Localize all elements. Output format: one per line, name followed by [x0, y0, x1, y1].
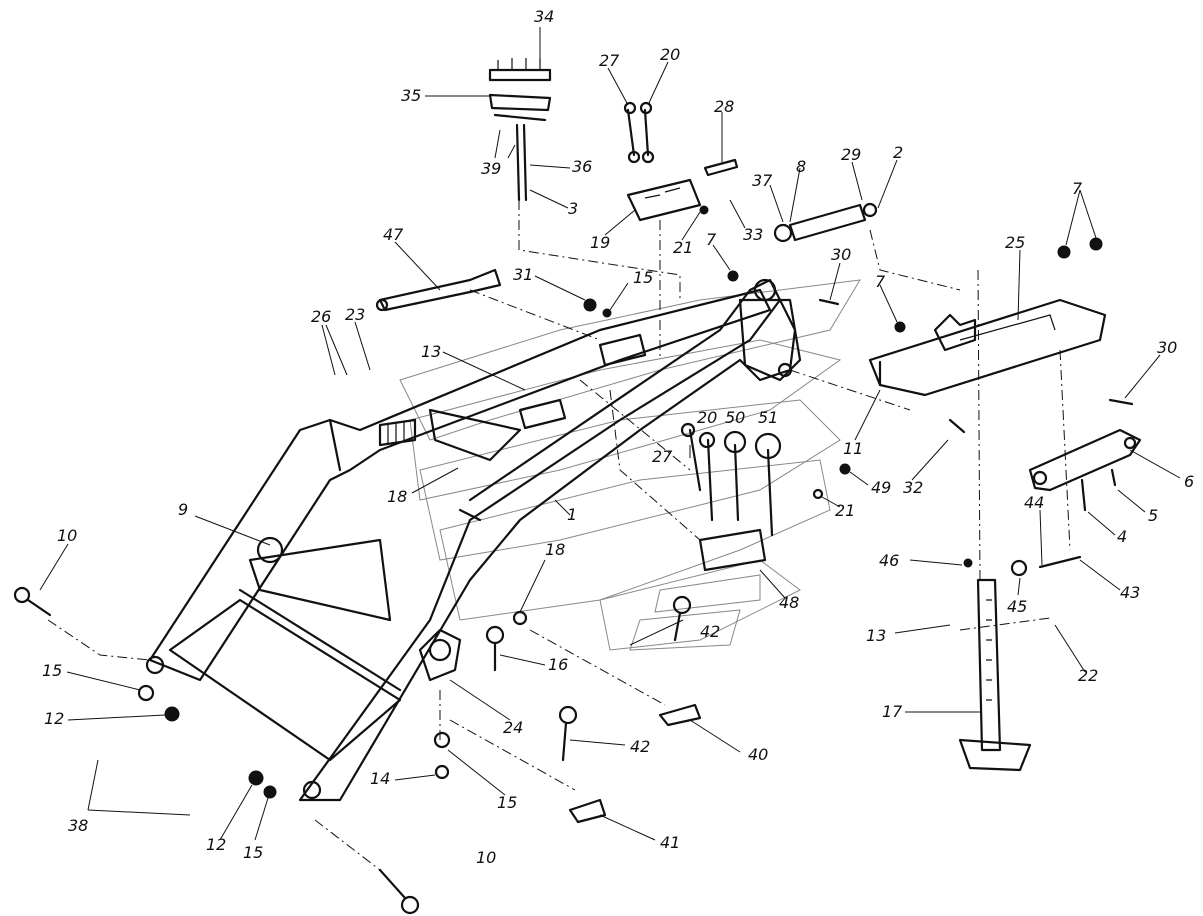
- callout-28: 28: [714, 97, 734, 116]
- callout-31: 31: [513, 265, 533, 284]
- wrenches-27-20: [623, 101, 655, 164]
- callout-27-top: 27: [599, 51, 620, 70]
- callout-34: 34: [534, 7, 554, 26]
- callout-7-c: 7: [875, 272, 886, 291]
- jack-stand-17: [958, 578, 1032, 772]
- callout-27-low: 27: [652, 447, 673, 466]
- callout-13-a: 13: [421, 342, 441, 361]
- callout-21-top: 21: [673, 238, 693, 257]
- callout-17: 17: [882, 702, 903, 721]
- callout-19: 19: [590, 233, 610, 252]
- loader-frame: [145, 278, 802, 802]
- callout-15-b: 15: [42, 661, 62, 680]
- callout-22: 22: [1078, 666, 1098, 685]
- callout-46: 46: [879, 551, 899, 570]
- callout-9: 9: [178, 500, 188, 519]
- callout-25: 25: [1005, 233, 1025, 252]
- callout-29: 29: [841, 145, 861, 164]
- tray-48: [698, 528, 767, 572]
- callout-37: 37: [752, 171, 773, 190]
- callout-16: 16: [548, 655, 568, 674]
- callout-47: 47: [383, 225, 404, 244]
- nuts-washers: [137, 205, 1134, 799]
- alignment-lines: [47, 200, 1071, 871]
- callout-32: 32: [903, 478, 923, 497]
- bracket-19: [626, 178, 702, 222]
- pins-40-42: [485, 595, 702, 824]
- callout-11: 11: [843, 439, 863, 458]
- callout-35: 35: [401, 86, 421, 105]
- callout-24: 24: [503, 718, 523, 737]
- callout-4: 4: [1117, 527, 1127, 546]
- callout-30-a: 30: [831, 245, 851, 264]
- clip-28: [703, 158, 739, 177]
- callout-14: 14: [370, 769, 390, 788]
- callout-8: 8: [796, 157, 806, 176]
- callout-1: 1: [567, 505, 577, 524]
- callout-20-top: 20: [660, 45, 680, 64]
- callout-20-low: 20: [697, 408, 717, 427]
- callout-50: 50: [725, 408, 745, 427]
- callout-18-b: 18: [545, 540, 565, 559]
- callout-30-b: 30: [1157, 338, 1177, 357]
- callout-45: 45: [1007, 597, 1027, 616]
- callout-7-a: 7: [706, 230, 717, 249]
- callout-12-b: 12: [206, 835, 226, 854]
- leader-lines: [39, 27, 1181, 841]
- callout-49: 49: [871, 478, 891, 497]
- callout-38: 38: [68, 816, 88, 835]
- callout-18-a: 18: [387, 487, 407, 506]
- callout-36: 36: [572, 157, 592, 176]
- callout-labels: 34 35 39 36 3 27 20 28 19 21 33 8 37 29 …: [42, 7, 1194, 867]
- callout-21-low: 21: [835, 501, 855, 520]
- callout-33: 33: [743, 225, 763, 244]
- callout-10-a: 10: [57, 526, 77, 545]
- link-47: [375, 268, 502, 312]
- callout-48: 48: [779, 593, 799, 612]
- callout-5: 5: [1148, 506, 1158, 525]
- link-6: [1028, 428, 1142, 492]
- callout-15-c: 15: [243, 843, 263, 862]
- callout-51: 51: [758, 408, 778, 427]
- callout-23: 23: [345, 305, 365, 324]
- callout-42-a: 42: [700, 622, 720, 641]
- callout-41: 41: [660, 833, 680, 852]
- boom-25: [868, 298, 1107, 397]
- callout-15-a: 15: [633, 268, 653, 287]
- callout-13-b: 13: [866, 626, 886, 645]
- callout-12-a: 12: [44, 709, 64, 728]
- callout-2: 2: [893, 143, 903, 162]
- callout-7-b: 7: [1072, 179, 1083, 198]
- callout-6: 6: [1184, 472, 1194, 491]
- callout-15-d: 15: [497, 793, 517, 812]
- ghost-outlines: [399, 279, 861, 651]
- callout-44: 44: [1024, 493, 1044, 512]
- callout-3: 3: [568, 199, 578, 218]
- callout-26: 26: [311, 307, 331, 326]
- wrenches-lower: [680, 422, 782, 537]
- callout-40: 40: [748, 745, 768, 764]
- callout-10-b: 10: [476, 848, 496, 867]
- tool-holder-34-35: [488, 58, 552, 202]
- bolts-10: [13, 586, 420, 915]
- callout-43: 43: [1120, 583, 1140, 602]
- callout-42-b: 42: [630, 737, 650, 756]
- callout-39: 39: [481, 159, 501, 178]
- cylinder-8: [773, 202, 878, 243]
